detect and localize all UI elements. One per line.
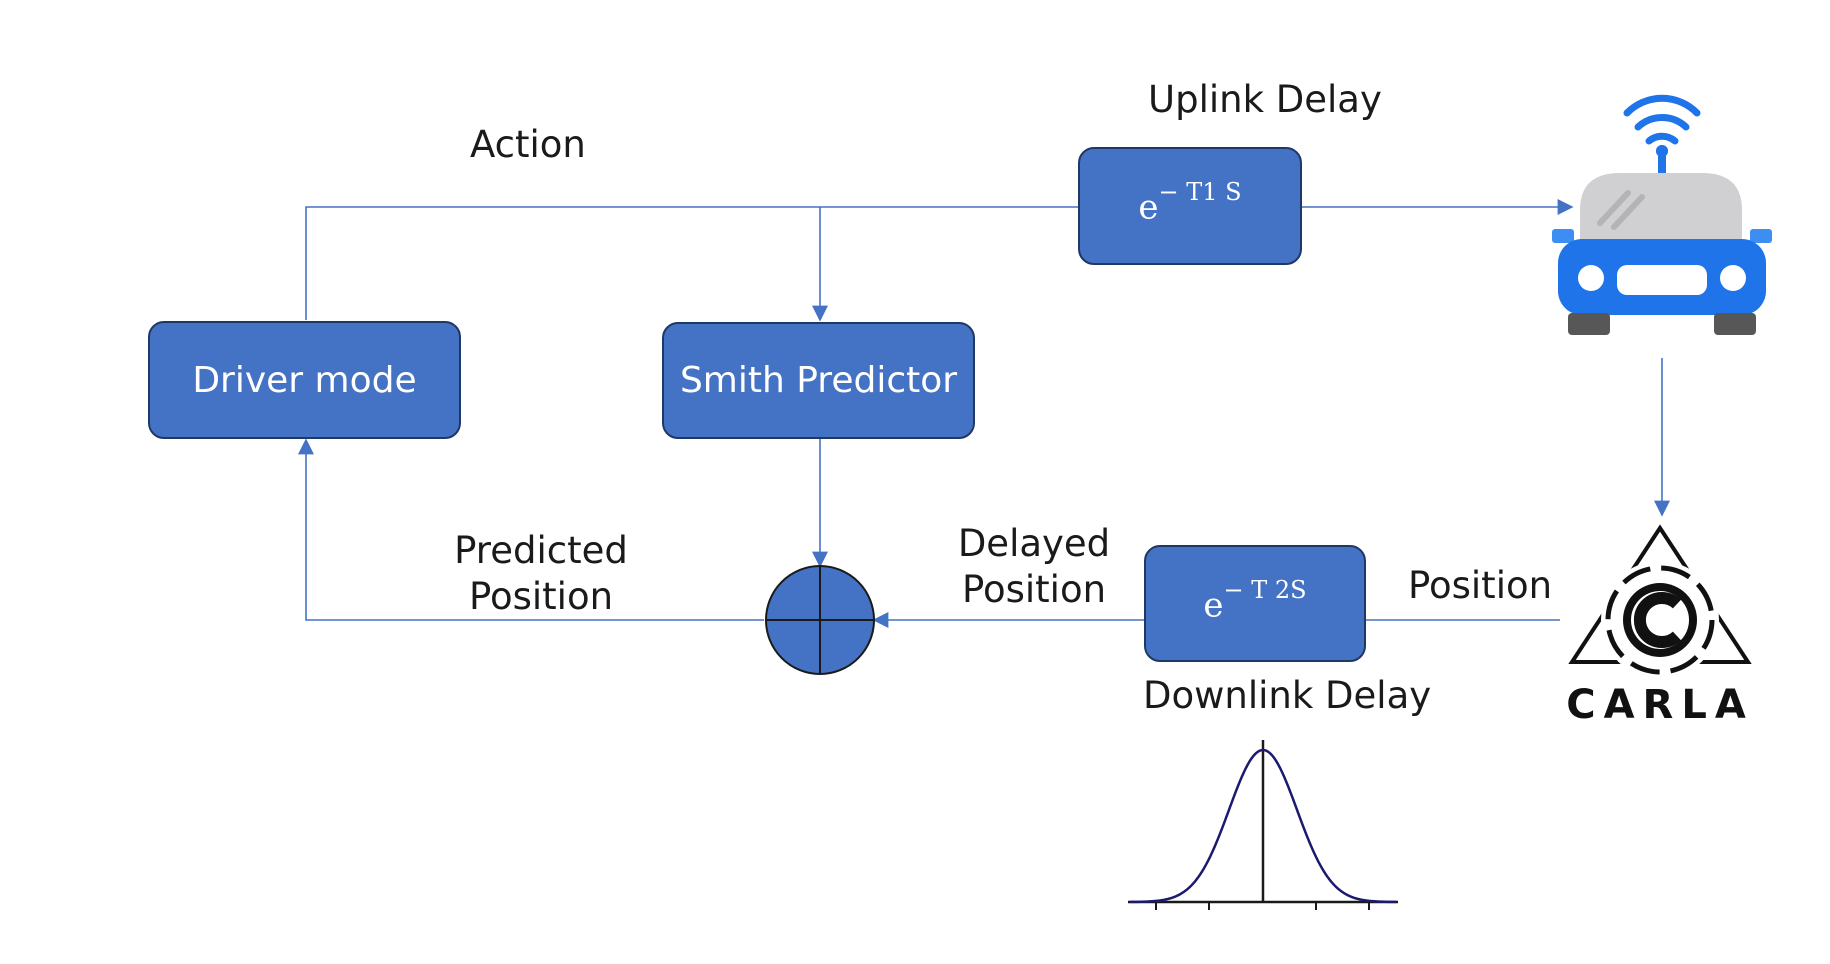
downlink-delay-label: Downlink Delay [1143, 674, 1432, 717]
carla-wordmark: CARLA [1566, 682, 1754, 728]
predicted-position-line [298, 438, 764, 621]
smith-predictor-block: Smith Predictor [662, 322, 975, 439]
summing-junction [765, 565, 875, 675]
downlink-delay-block: e− T 2S [1144, 545, 1366, 662]
uplink-delay-block: e− T1 S [1078, 147, 1302, 265]
action-label: Action [470, 123, 586, 166]
action-line [305, 206, 1078, 320]
uplink-delay-label: Uplink Delay [1148, 78, 1382, 121]
delay-distribution-curve [1128, 740, 1398, 910]
downlink-transfer-function: e− T 2S [1203, 575, 1307, 626]
car-icon [1552, 94, 1772, 335]
delayed-position-label: Delayed Position [957, 522, 1111, 611]
wifi-icon [1623, 94, 1701, 145]
carla-logo [1568, 524, 1752, 679]
uplink-transfer-function: e− T1 S [1138, 178, 1242, 228]
position-label: Position [1408, 564, 1553, 607]
driver-model-label: Driver mode [192, 359, 417, 401]
smith-predictor-label: Smith Predictor [679, 360, 958, 401]
driver-model-block: Driver mode [148, 321, 461, 439]
predicted-position-label: Predicted Position [454, 529, 628, 618]
